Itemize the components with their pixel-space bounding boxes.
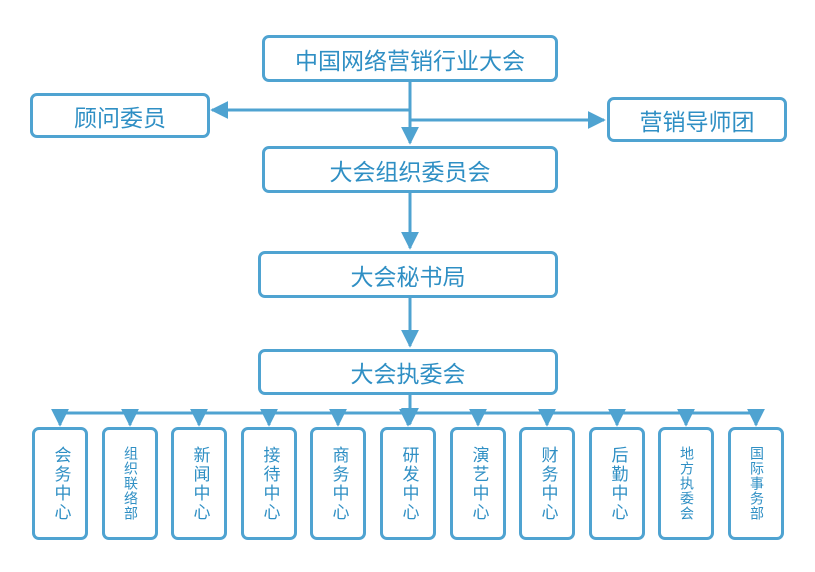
department-box: 会务中心	[32, 427, 88, 540]
advisors-box: 顾问委员	[30, 93, 210, 138]
department-box: 国际事务部	[728, 427, 784, 540]
executive-box: 大会执委会	[258, 349, 558, 395]
committee-box: 大会组织委员会	[262, 146, 558, 193]
secretariat-box: 大会秘书局	[258, 251, 558, 298]
department-box: 研发中心	[380, 427, 436, 540]
mentors-box: 营销导师团	[607, 97, 787, 142]
top-conference-box: 中国网络营销行业大会	[262, 35, 558, 82]
department-box: 后勤中心	[589, 427, 645, 540]
department-box: 新闻中心	[171, 427, 227, 540]
department-box: 接待中心	[241, 427, 297, 540]
department-box: 演艺中心	[450, 427, 506, 540]
department-box: 财务中心	[519, 427, 575, 540]
department-box: 地方执委会	[658, 427, 714, 540]
department-box: 商务中心	[310, 427, 366, 540]
department-box: 组织联络部	[102, 427, 158, 540]
